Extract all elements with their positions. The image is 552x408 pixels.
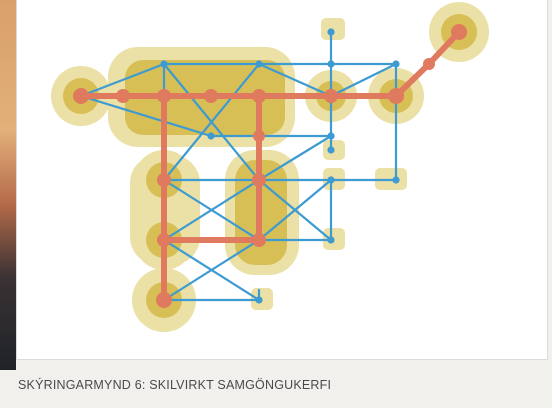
station-red (324, 89, 338, 103)
station-blue (327, 28, 335, 36)
station-blue (255, 296, 263, 304)
station-red (116, 89, 130, 103)
transport-network-diagram (51, 2, 489, 332)
station-blue (327, 146, 335, 154)
station-blue (327, 132, 335, 140)
station-blue (160, 60, 168, 68)
station-red (73, 88, 89, 104)
station-red (252, 233, 266, 247)
station-blue (392, 60, 400, 68)
station-red (253, 130, 265, 142)
station-red (157, 89, 171, 103)
stop-pad-top (321, 18, 345, 40)
station-red (423, 58, 435, 70)
station-red (204, 89, 218, 103)
primary-network-lines (78, 29, 462, 303)
station-blue (207, 132, 215, 140)
station-red (252, 173, 266, 187)
station-blue (255, 60, 263, 68)
secondary-stations (160, 28, 400, 304)
photo-edge-strip (0, 0, 16, 370)
station-blue (327, 236, 335, 244)
station-blue (327, 176, 335, 184)
station-red (157, 173, 171, 187)
station-red (252, 89, 266, 103)
secondary-network-lines (79, 30, 398, 302)
primary-stations (73, 24, 467, 308)
station-red (156, 292, 172, 308)
station-red (157, 233, 171, 247)
station-red (388, 88, 404, 104)
station-blue (327, 60, 335, 68)
figure-caption: SKÝRINGARMYND 6: SKILVIRKT SAMGÖNGUKERFI (18, 378, 332, 392)
station-red (451, 24, 467, 40)
diagram-frame (16, 0, 548, 360)
station-blue (392, 176, 400, 184)
